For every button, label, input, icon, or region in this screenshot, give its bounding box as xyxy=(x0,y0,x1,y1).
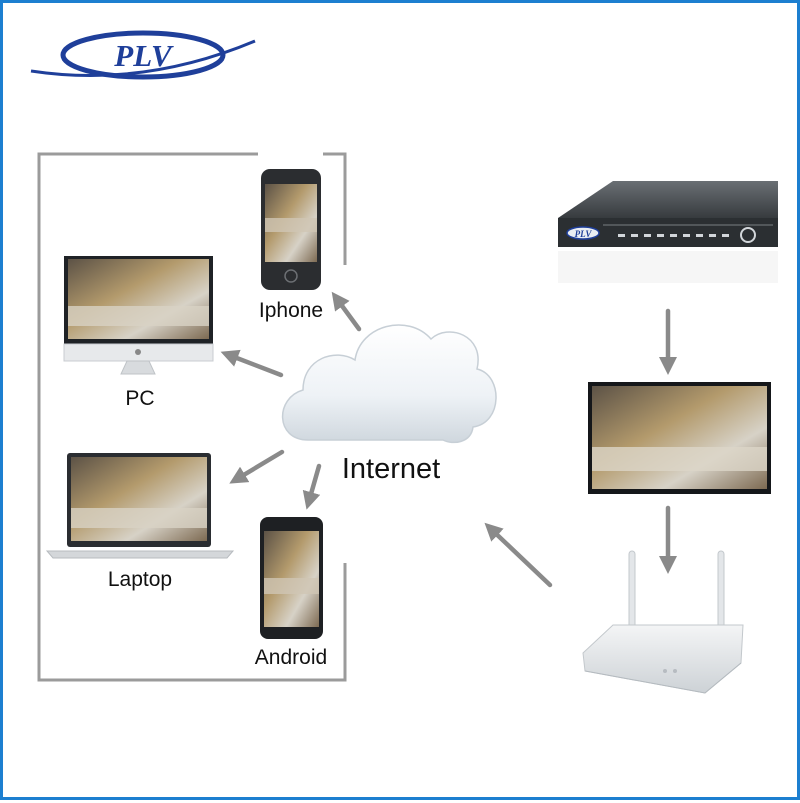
arrow-internet-to-laptop xyxy=(229,449,285,484)
iphone-device xyxy=(261,169,321,290)
nvr-recorder-icon: PLV xyxy=(558,181,778,283)
logo-text: PLV xyxy=(113,38,174,73)
wifi-router-icon xyxy=(582,550,744,694)
cloud-icon xyxy=(281,324,497,444)
arrow-router-to-internet xyxy=(484,522,553,588)
android-label: Android xyxy=(254,646,328,669)
display-monitor-icon xyxy=(588,382,771,494)
iphone-label: Iphone xyxy=(258,299,324,322)
arrow-internet-to-android xyxy=(302,463,322,510)
laptop-screen xyxy=(71,457,207,541)
display-screen xyxy=(592,386,767,489)
nvr-badge: PLV xyxy=(575,229,593,239)
laptop-device xyxy=(45,453,235,559)
diagram-svg: PLV PLV xyxy=(30,30,778,694)
pc-device xyxy=(63,256,214,375)
home-button-icon xyxy=(284,269,298,283)
device-group-frame xyxy=(37,152,347,682)
pc-screen xyxy=(68,259,209,339)
arrow-internet-to-iphone xyxy=(331,291,362,332)
pc-label: PC xyxy=(125,387,155,410)
android-device xyxy=(260,517,323,639)
laptop-label: Laptop xyxy=(107,568,173,591)
internet-label: Internet xyxy=(341,453,441,485)
nvr-reflection xyxy=(558,251,778,283)
arrow-internet-to-pc xyxy=(220,349,284,378)
plv-logo: PLV xyxy=(30,30,256,80)
